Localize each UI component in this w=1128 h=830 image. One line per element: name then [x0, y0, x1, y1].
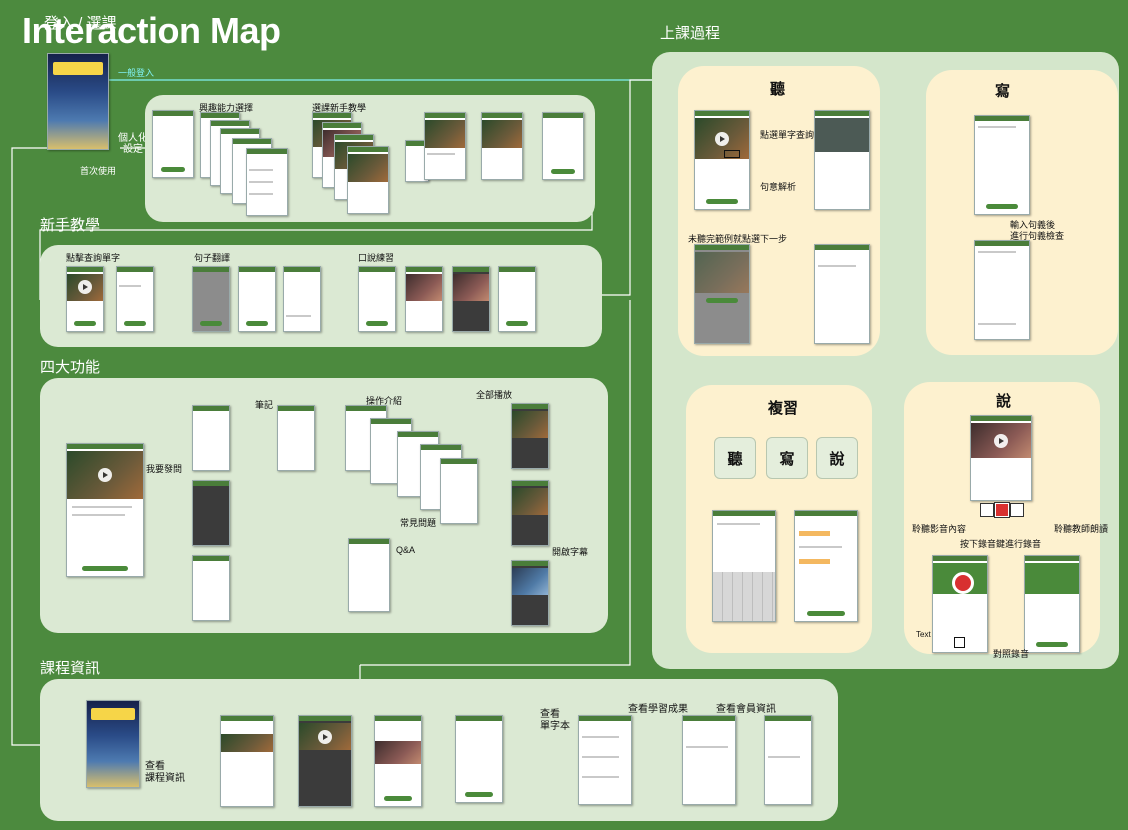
ask-question-label: 我要發問: [146, 464, 183, 474]
review-tile-write[interactable]: 寫: [766, 437, 808, 479]
tutorial-select-label: 選課新手教學: [312, 103, 367, 113]
word-lookup-label: 點擊查詢單字: [66, 253, 121, 263]
interest-select-label: 興趣能力選擇: [199, 103, 254, 113]
play-all-screen-1: [511, 403, 549, 469]
speak-compare-screen: [1024, 555, 1080, 653]
view-wordbook-label: 查看 單字本: [540, 709, 570, 732]
tutorial-translate-screen: [192, 266, 230, 332]
next-step-note: 未聽完範例就點選下一步: [688, 234, 788, 244]
review-answer-screen: [794, 510, 858, 622]
tutorial-speak-screen: [358, 266, 396, 332]
features-main-screen[interactable]: [66, 443, 144, 577]
word-lookup-step: 點選單字查詢: [760, 130, 815, 140]
tutorial-speak-record: [452, 266, 490, 332]
course-description-screen: [455, 715, 503, 803]
interest-screen-5: [246, 148, 288, 216]
ask-question-form: [192, 555, 230, 621]
review-keyboard-screen: [712, 510, 776, 622]
record-control[interactable]: [994, 502, 1010, 518]
view-results-label: 查看學習成果: [628, 704, 688, 715]
course-detail-info: [374, 715, 422, 807]
ask-question-menu: [192, 480, 230, 546]
intro-card-qa: [440, 458, 478, 524]
review-tile-speak[interactable]: 說: [816, 437, 858, 479]
sentence-analysis-step: 句意解析: [760, 182, 797, 192]
word-definition-screen: [814, 110, 870, 210]
teacher-audio-control[interactable]: [1010, 503, 1024, 517]
listen-teacher-step: 聆聽教師朗讀: [1054, 524, 1109, 534]
play-video-control[interactable]: [980, 503, 994, 517]
play-all-label: 全部播放: [476, 390, 513, 400]
qa-label: Q&A: [396, 545, 416, 555]
course-preview-screen: [481, 112, 523, 180]
write-input-screen[interactable]: [974, 115, 1030, 215]
member-screen: [764, 715, 812, 805]
course-confirm-screen: [542, 112, 584, 180]
course-info-home[interactable]: [86, 700, 140, 788]
general-login-label: 一般登入: [118, 68, 155, 78]
operation-intro-label: 操作介紹: [366, 396, 403, 406]
section-label-login: 登入 / 選課: [44, 15, 117, 32]
review-title: 複習: [768, 400, 799, 417]
qa-screen: [348, 538, 390, 612]
first-use-label: 首次使用: [80, 166, 117, 176]
page-title: Interaction Map: [22, 10, 281, 51]
login-screen[interactable]: [47, 53, 109, 150]
listen-video-screen[interactable]: [694, 110, 750, 210]
section-label-course-info: 課程資訊: [40, 660, 101, 677]
write-title: 寫: [995, 83, 1011, 100]
compare-highlight-box: [954, 637, 965, 648]
notes-screen: [277, 405, 315, 471]
tutorial-word-popup: [116, 266, 154, 332]
speak-record-screen: [932, 555, 988, 653]
faq-label: 常見問題: [400, 518, 437, 528]
course-video-screen: [298, 715, 352, 807]
sentence-analysis-screen: [814, 244, 870, 344]
ask-question-screen: [192, 405, 230, 471]
enable-subtitle-label: 開啟字幕: [552, 547, 589, 557]
listen-video-step: 聆聽影音內容: [912, 524, 967, 534]
personalize-label: 個人化 設定: [118, 133, 148, 155]
review-tile-listen[interactable]: 聽: [714, 437, 756, 479]
notes-label: 筆記: [255, 400, 274, 410]
speaking-practice-label: 口說練習: [358, 253, 395, 263]
listen-title: 聽: [770, 81, 786, 98]
results-screen: [682, 715, 736, 805]
wordbook-screen: [578, 715, 632, 805]
section-label-lesson: 上課過程: [660, 25, 721, 42]
tutorial-card-4: [347, 146, 389, 214]
check-sentence-step: 輸入句義後 進行句義檢查: [1010, 220, 1065, 241]
view-member-label: 查看會員資訊: [716, 704, 776, 715]
compare-record-step: 對照錄音: [993, 649, 1030, 659]
course-list-screen: [220, 715, 274, 807]
speak-title: 說: [996, 393, 1012, 410]
text-label: Text: [916, 630, 931, 639]
tutorial-speak-compare: [498, 266, 536, 332]
tutorial-word-screen: [66, 266, 104, 332]
tutorial-translate-final: [283, 266, 321, 332]
subtitle-screen: [511, 560, 549, 626]
onboarding-screen: [152, 110, 194, 178]
tutorial-translate-result: [238, 266, 276, 332]
press-record-step: 按下錄音鍵進行錄音: [960, 539, 1042, 549]
write-check-screen: [974, 240, 1030, 340]
speak-video-screen[interactable]: [970, 415, 1032, 501]
course-detail-screen: [424, 112, 466, 180]
section-label-tutorial: 新手教學: [40, 217, 101, 234]
sentence-translate-label: 句子翻譯: [194, 253, 231, 263]
listen-incomplete-screen: [694, 244, 750, 344]
section-label-features: 四大功能: [40, 359, 101, 376]
play-all-screen-2: [511, 480, 549, 546]
tutorial-speak-video: [405, 266, 443, 332]
view-course-info-label: 查看 課程資訊: [145, 761, 185, 784]
word-highlight-box: [724, 150, 740, 158]
